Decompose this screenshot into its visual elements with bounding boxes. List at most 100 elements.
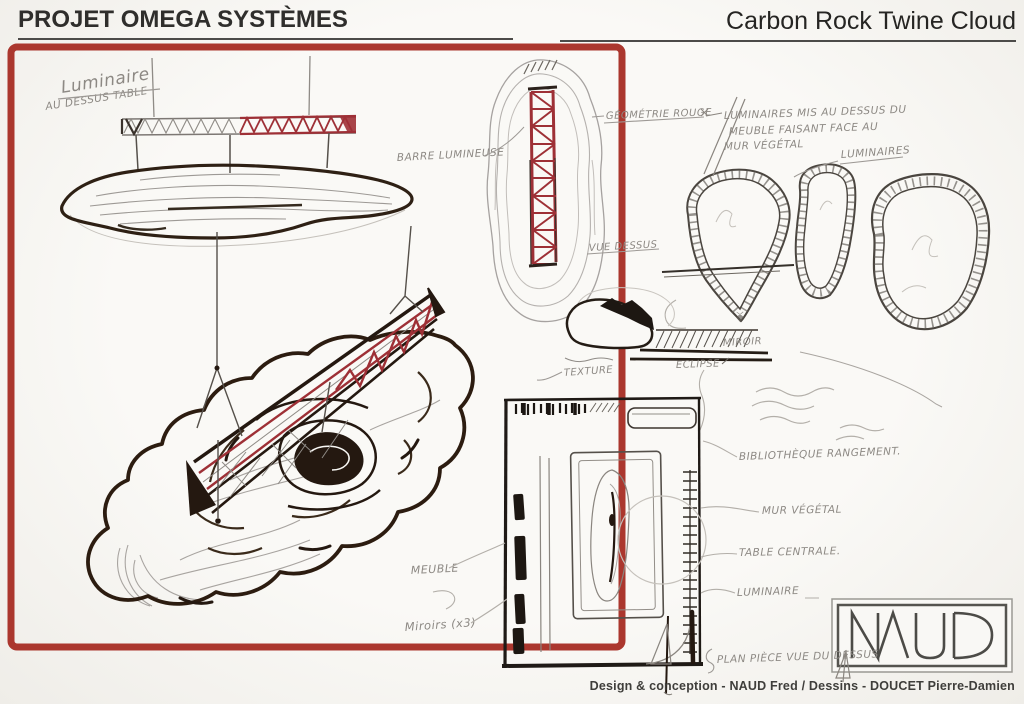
annotation-note-line2: MEUBLE FAISANT FACE AU <box>729 121 879 138</box>
annotations: Luminaire AU DESSUS TABLE BARRE LUMINEUS… <box>44 64 910 674</box>
plan-mirror-4 <box>512 627 525 655</box>
cable-node-left <box>214 365 220 371</box>
logo-letter-d <box>952 611 994 660</box>
topview-ring-mid <box>495 73 591 307</box>
wavy-connector <box>698 369 706 431</box>
wavy-bundle-2 <box>835 424 885 441</box>
annotation-texture: TEXTURE <box>563 365 613 379</box>
logo-corner-doodle <box>835 649 851 683</box>
beam-red-chords <box>198 301 442 490</box>
sketch-barre-top-view <box>486 59 606 323</box>
ladder-diagonals <box>530 91 557 265</box>
plan-faint-circle <box>617 495 707 585</box>
annotation-eclipse: ECLIPSE <box>676 358 721 371</box>
logo-letter-a <box>876 608 910 659</box>
suspension-wires <box>151 55 311 118</box>
logo-letter-u <box>914 613 946 660</box>
project-title: PROJET OMEGA SYSTÈMES <box>18 6 348 33</box>
plan-comb-ticks <box>683 471 697 653</box>
title-underline-right <box>560 40 1016 42</box>
truss-chords-red <box>239 114 357 136</box>
boat-doodle-sail <box>650 623 673 696</box>
plan-top-hatch <box>589 402 621 413</box>
big-cloud-dark-strokes <box>178 436 420 605</box>
beam-bottom-chords <box>202 317 438 515</box>
topview-ticks <box>523 59 558 75</box>
sketch-rocks <box>661 163 991 331</box>
spiral-core <box>294 432 364 486</box>
annotation-note-dash <box>700 108 723 117</box>
leader-long-curve <box>799 351 943 408</box>
texture-ground-wave <box>564 357 614 363</box>
cable-node-bottom <box>215 518 221 524</box>
cloud-strata <box>89 173 393 225</box>
plan-cloud-blob-inner <box>609 483 621 585</box>
plan-right-wall <box>697 397 702 665</box>
truss-end-dark <box>120 118 143 137</box>
texture-rock-cap <box>600 298 654 330</box>
rock-under-scribble <box>664 299 687 329</box>
rock1-crossline <box>661 264 795 273</box>
logo-inner-border <box>836 603 1008 668</box>
plan-mirror-1 <box>513 493 525 521</box>
annotation-miroirs-leader <box>432 590 508 624</box>
rock2-inner <box>803 171 849 289</box>
ladder-rungs <box>531 91 556 265</box>
truss-end-red-wedge <box>340 116 356 133</box>
beam-red-zigzag <box>335 301 434 391</box>
floor-plan-sketch <box>501 396 707 696</box>
ladder-caps <box>527 85 558 268</box>
sketch-luminaire-side-view <box>60 55 414 247</box>
annotation-luminaire-plan: LUMINAIRE <box>737 585 800 599</box>
annotation-miroir: MIROIR <box>723 336 763 349</box>
topview-ring-outer <box>486 59 606 323</box>
annotation-note-line3: MUR VÉGÉTAL <box>724 137 804 153</box>
beam-right-cap <box>427 287 446 318</box>
annotation-mur-vegetal: MUR VÉGÉTAL <box>762 503 842 517</box>
ladder-rails-dark <box>529 157 557 266</box>
annotation-geometrie-marks <box>591 115 705 124</box>
rock1-crossline-2 <box>663 270 781 278</box>
annotation-barre-leader <box>483 126 525 157</box>
annotation-bibliotheque-leader <box>702 440 738 458</box>
annotation-mur-vegetal-leader <box>700 506 760 513</box>
rock1-outer <box>686 168 791 323</box>
annotation-luminaire-plan-marks <box>700 588 819 599</box>
plan-shelf <box>627 407 697 429</box>
plan-mirror-3 <box>514 593 526 625</box>
annotation-luminaire-underline <box>57 88 161 100</box>
annotation-miroirs-x3: Miroirs (x3) <box>404 615 476 634</box>
plan-bottom-wall <box>501 662 704 668</box>
annotation-plan-piece-curl <box>705 648 715 674</box>
sketch-mirror-texture <box>564 287 943 408</box>
beam-thin-chord <box>202 306 438 483</box>
plan-left-wall-lines <box>539 455 551 653</box>
plan-top-dashes <box>514 403 587 415</box>
title-underline-left <box>18 38 513 40</box>
naud-logo <box>831 598 1013 683</box>
mirror-band-dark-lines <box>629 348 773 362</box>
annotation-luminaires: LUMINAIRES <box>840 144 910 161</box>
topview-ring-inner <box>505 87 580 289</box>
logo-outer-border <box>831 598 1013 673</box>
rock-inner-marks <box>715 200 939 293</box>
annotation-note-slashes <box>703 96 746 177</box>
pencil-scribbles <box>698 369 885 441</box>
wavy-bundle-1 <box>751 387 835 424</box>
annotation-bibliotheque: BIBLIOTHÈQUE RANGEMENT. <box>739 444 902 463</box>
plan-outer-walls <box>503 396 702 402</box>
suspension-lines <box>196 225 424 518</box>
plan-table-inner <box>578 458 656 612</box>
plan-table <box>569 450 665 620</box>
plan-left-wall <box>503 398 508 669</box>
truss-zigzag-red <box>239 114 353 135</box>
spiral-highlight <box>309 445 350 471</box>
rock1-hatch <box>687 169 790 323</box>
topview-arcs <box>494 149 596 236</box>
beam-left-wedge <box>186 460 216 516</box>
annotation-table-centrale-leader <box>700 552 738 558</box>
annotation-vue-dessus-strike <box>586 248 660 255</box>
annotation-eclipse-tick <box>721 357 730 365</box>
plan-cloud-spine <box>608 491 616 583</box>
